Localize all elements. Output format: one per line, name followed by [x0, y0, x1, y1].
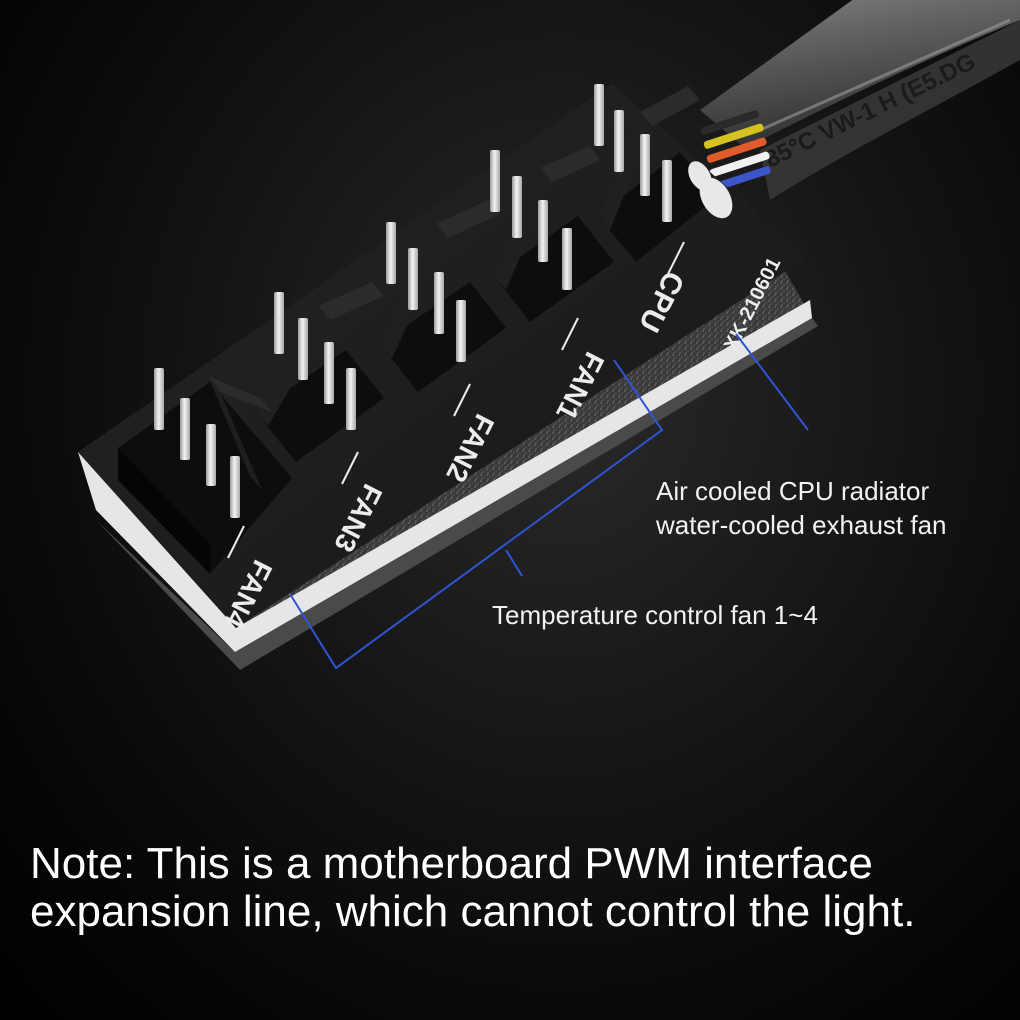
- cpu-header: [598, 86, 716, 262]
- cpu-callout-line2: water-cooled exhaust fan: [656, 510, 947, 540]
- fan1-header: [494, 146, 614, 322]
- leader-lines: [289, 333, 809, 670]
- fans-bracket-line: [289, 359, 664, 670]
- sleeved-cable: 85°C VW-1 H (E5.DG: [700, 0, 1020, 200]
- cpu-leader-line: [735, 333, 809, 431]
- cpu-callout: Air cooled CPU radiator water-cooled exh…: [656, 474, 947, 542]
- cable-wires: [700, 110, 771, 191]
- fans-callout: Temperature control fan 1~4: [492, 600, 818, 630]
- note-line-2: expansion line, which cannot control the…: [30, 887, 916, 936]
- note-line-1: Note: This is a motherboard PWM interfac…: [30, 839, 873, 888]
- fan-logo-icon: [688, 161, 733, 219]
- header-pins: [154, 84, 672, 518]
- cpu-callout-line1: Air cooled CPU radiator: [656, 476, 930, 506]
- fans-leader-line: [505, 549, 523, 577]
- fan-headers: [118, 86, 716, 574]
- note-text: Note: This is a motherboard PWM interfac…: [30, 840, 1000, 936]
- pin1-marks: [227, 241, 685, 559]
